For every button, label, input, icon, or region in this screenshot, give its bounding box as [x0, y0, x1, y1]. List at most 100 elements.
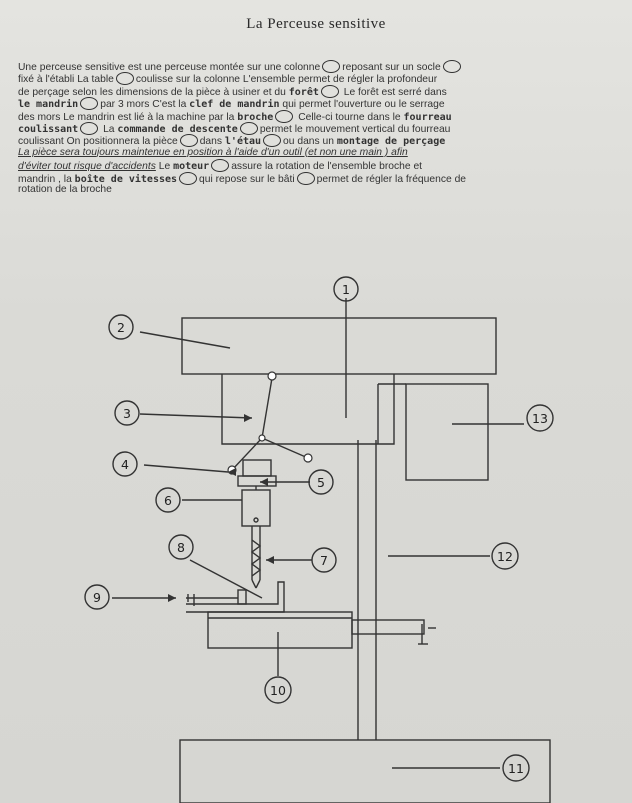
text-run: permet le mouvement vertical du fourreau	[259, 123, 451, 135]
vice-jaw	[237, 589, 247, 605]
table-clamp	[351, 619, 425, 635]
page-title: La Perceuse sensitive	[246, 16, 386, 32]
paragraph-line: Une perceuse sensitive est une perceuse …	[18, 60, 563, 73]
answer-blank-circle[interactable]	[296, 171, 315, 185]
text-run: de perçage selon les dimensions de la pi…	[18, 86, 289, 98]
text-run: rotation de la broche	[18, 183, 112, 195]
callout-label-8: 8	[177, 540, 185, 555]
callout-circle-5	[308, 469, 334, 495]
leader-4	[143, 464, 229, 473]
term-keyword: coulissant	[18, 123, 79, 135]
callout-circle-9	[84, 584, 110, 610]
answer-blank-circle[interactable]	[239, 121, 258, 135]
vice	[186, 581, 285, 613]
callout-circle-12	[491, 542, 519, 570]
fill-in-paragraph: Une perceuse sensitive est une perceuse …	[18, 60, 563, 196]
text-run: Une perceuse sensitive est une perceuse …	[18, 62, 321, 73]
callout-label-10: 10	[270, 683, 286, 698]
paragraph-line: d'éviter tout risque d'accidents Le mote…	[18, 159, 563, 173]
answer-blank-circle[interactable]	[80, 97, 99, 111]
text-run: coulissant On positionnera la pièce	[18, 136, 178, 148]
answer-blank-circle[interactable]	[320, 84, 339, 98]
spindle-collar	[237, 475, 277, 487]
paragraph-line: des mors Le mandrin est lié à la machine…	[18, 109, 563, 123]
answer-blank-circle[interactable]	[179, 134, 198, 148]
feed-handle-left	[231, 437, 263, 471]
leader-8	[189, 559, 263, 599]
paragraph-line: de perçage selon les dimensions de la pi…	[18, 84, 563, 98]
chuck-key-hole	[253, 517, 259, 523]
handle-knob-top	[267, 371, 277, 381]
base	[179, 739, 551, 803]
head-housing	[181, 317, 497, 375]
quill-sleeve	[242, 459, 272, 477]
drill-flutes	[250, 539, 262, 577]
answer-blank-circle[interactable]	[275, 109, 294, 123]
callout-circle-2	[108, 314, 134, 340]
arrow-3	[244, 414, 252, 422]
callout-label-6: 6	[164, 493, 172, 508]
text-run: Le	[155, 161, 174, 173]
handle-knob-right	[303, 453, 313, 463]
term-keyword: moteur	[173, 161, 210, 173]
answer-blank-circle[interactable]	[115, 72, 134, 86]
text-run: reposant sur un socle	[342, 62, 441, 73]
text-run: Le forêt est serré dans	[340, 86, 447, 98]
handle-hub	[258, 434, 266, 442]
answer-blank-circle[interactable]	[263, 134, 282, 148]
term-keyword: broche	[237, 111, 274, 123]
drill-tip-l	[251, 579, 257, 589]
text-run: assure la rotation de l'ensemble broche …	[231, 161, 423, 173]
callout-circle-10	[264, 676, 292, 704]
text-run: qui permet l'ouverture ou le serrage	[279, 99, 445, 111]
safety-note: La pièce sera toujours maintenue en posi…	[18, 146, 408, 158]
motor-housing	[405, 383, 489, 481]
arrow-4	[228, 468, 236, 476]
answer-blank-circle[interactable]	[211, 159, 230, 173]
arrow-9	[168, 594, 176, 602]
callout-circle-8	[168, 534, 194, 560]
term-keyword: le mandrin	[18, 99, 79, 111]
text-run: qui repose sur le bâti	[199, 173, 295, 185]
answer-blank-circle[interactable]	[179, 171, 198, 185]
term-keyword: montage de perçage	[336, 136, 446, 148]
paragraph-line: rotation de la broche	[18, 184, 563, 196]
answer-blank-circle[interactable]	[80, 121, 99, 135]
callout-circle-13	[526, 404, 554, 432]
callout-label-11: 11	[508, 761, 524, 776]
head-body	[221, 374, 395, 445]
arrow-5	[260, 478, 268, 486]
safety-note: d'éviter tout risque d'accidents	[18, 161, 156, 173]
text-run: La	[100, 123, 118, 135]
callout-label-2: 2	[117, 320, 125, 335]
text-run: Celle-ci tourne dans le	[295, 111, 404, 123]
term-keyword: forêt	[288, 86, 319, 98]
callout-circle-1	[333, 276, 359, 302]
leader-3	[139, 413, 253, 419]
callout-label-12: 12	[497, 549, 513, 564]
text-run: ou dans un	[283, 136, 337, 148]
leader-2	[139, 331, 231, 349]
answer-blank-circle[interactable]	[322, 60, 341, 73]
feed-handle-right	[261, 437, 309, 459]
callout-label-4: 4	[121, 457, 129, 472]
term-keyword: clef de mandrin	[189, 99, 280, 111]
term-keyword: boîte de vitesses	[74, 173, 178, 185]
callout-label-7: 7	[320, 553, 328, 568]
term-keyword: l'étau	[224, 136, 262, 148]
chuck	[241, 489, 271, 527]
text-run: mandrin , la	[18, 173, 75, 185]
answer-blank-circle[interactable]	[442, 60, 461, 73]
arrow-7	[266, 556, 274, 564]
callout-label-9: 9	[93, 590, 101, 605]
callout-circle-3	[114, 400, 140, 426]
callout-circle-11	[502, 754, 530, 782]
text-run: permet de régler la fréquence de	[316, 173, 467, 185]
callout-label-13: 13	[532, 411, 548, 426]
paragraph-line: mandrin , la boîte de vitesses qui repose…	[18, 171, 563, 185]
